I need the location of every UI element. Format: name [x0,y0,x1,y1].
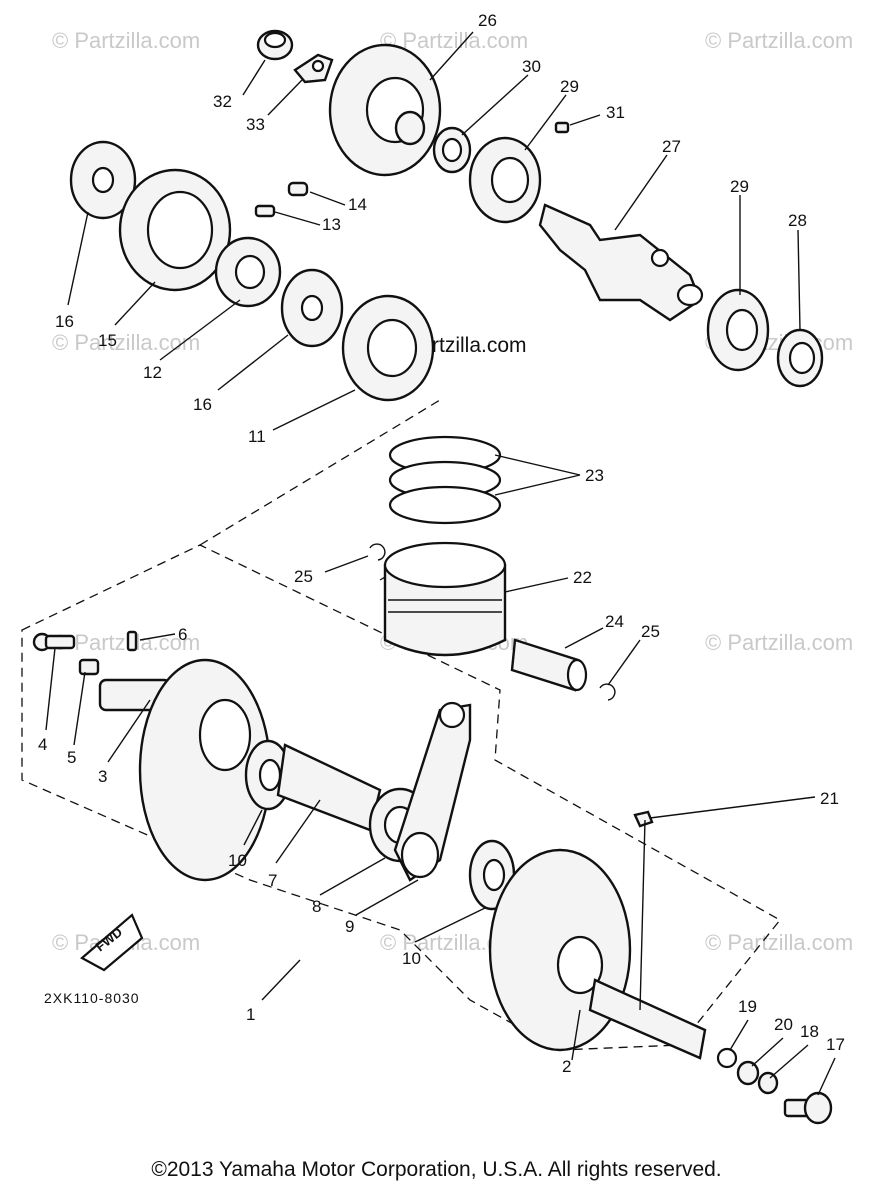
part-9-connecting-rod [393,701,472,882]
callout-8: 8 [312,897,321,916]
part-29-bearing-right [706,288,770,372]
part-32-nut [256,29,294,61]
leader-lines [45,31,836,1096]
part-30-spacer [432,126,472,174]
part-13-spring [254,204,276,218]
part-11-bearing [341,294,435,402]
callout-16-lower: 16 [193,395,212,414]
watermark: © Partzilla.com [705,28,853,53]
callout-16-upper: 16 [55,312,74,331]
watermark: © Partzilla.com [52,28,200,53]
callout-25-left: 25 [294,567,313,586]
part-15-balancer-gear [118,168,232,292]
part-19-o-ring [716,1047,738,1069]
callout-6: 6 [178,625,187,644]
callout-28: 28 [788,211,807,230]
callout-26: 26 [478,11,497,30]
callout-30: 30 [522,57,541,76]
callout-17: 17 [826,1035,845,1054]
callout-1: 1 [246,1005,255,1024]
part-17-bolt [783,1091,833,1125]
part-29-bearing-upper [468,136,542,224]
part-22-piston [383,541,507,657]
watermark: © Partzilla.com [705,930,853,955]
part-25-clip-right [599,683,616,701]
callout-19: 19 [738,997,757,1016]
callout-22: 22 [573,568,592,587]
watermark: © Partzilla.com [52,630,200,655]
part-18-lock-washer [757,1071,779,1095]
callout-10-right: 10 [402,949,421,968]
callout-7: 7 [268,871,277,890]
callout-27: 27 [662,137,681,156]
part-2-crank-right [488,848,707,1060]
watermark: © Partzilla.com [705,630,853,655]
callout-13: 13 [322,215,341,234]
part-24-piston-pin [510,638,588,692]
part-33-lock-washer [293,53,334,84]
copyright-notice: ©2013 Yamaha Motor Corporation, U.S.A. A… [151,1158,722,1181]
part-21-key [633,810,654,828]
callout-21: 21 [820,789,839,808]
callout-2: 2 [562,1057,571,1076]
callout-24: 24 [605,612,624,631]
callout-25-right: 25 [641,622,660,641]
part-14-pin [287,181,309,197]
callout-18: 18 [800,1022,819,1041]
callout-4: 4 [38,735,47,754]
callout-31: 31 [606,103,625,122]
callout-29-right: 29 [730,177,749,196]
figure-code: 2XK110-8030 [44,990,140,1006]
callout-20: 20 [774,1015,793,1034]
callout-15: 15 [98,331,117,350]
callout-3: 3 [98,767,107,786]
callout-23: 23 [585,466,604,485]
watermark: © Partzilla.com [52,330,200,355]
callout-labels: 26 30 29 31 27 29 28 32 33 14 13 16 15 1… [38,11,845,1076]
callout-29: 29 [560,77,579,96]
part-12-buffer-boss [214,236,282,308]
part-23-piston-rings [388,435,502,525]
part-3-crank-left [98,658,272,882]
part-31-key [554,121,570,134]
part-16-plate-upper [69,140,137,220]
callout-9: 9 [345,917,354,936]
part-6-pin [126,630,138,652]
part-28-oil-seal [776,328,824,388]
callout-11: 11 [248,427,266,446]
part-25-clip-left [369,543,386,561]
callout-14: 14 [348,195,367,214]
callout-33: 33 [246,115,265,134]
callout-5: 5 [67,748,76,767]
part-5-spring [78,658,100,676]
part-7-crank-pin [276,743,382,832]
part-20-washer [736,1060,760,1086]
part-26-primary-gear [328,43,442,177]
callout-10-left: 10 [228,851,247,870]
part-27-balancer-shaft [538,203,704,322]
callout-12: 12 [143,363,162,382]
part-4-plug [32,632,76,652]
part-16-plate-lower [280,268,344,348]
callout-32: 32 [213,92,232,111]
